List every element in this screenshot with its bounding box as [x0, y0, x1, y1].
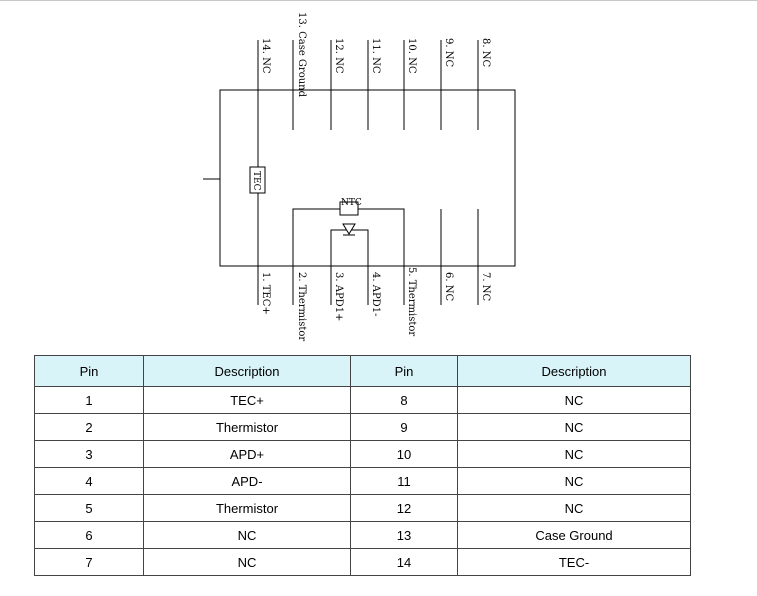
pin-label-4: 4. APD1-	[370, 272, 381, 316]
pin-label-13: 13. Case Ground	[296, 12, 307, 98]
top-pins	[257, 40, 479, 130]
tec-label: TEC	[251, 171, 261, 191]
pin-description: Thermistor	[143, 413, 351, 441]
pin-description: NC	[457, 467, 691, 495]
pin-number: 9	[350, 413, 458, 441]
table-row: 6 NC 13 Case Ground	[34, 521, 691, 549]
apd-diode	[342, 223, 356, 235]
ntc-label: NTC	[341, 198, 362, 208]
pin-label-11: 11. NC	[370, 38, 381, 74]
header-description: Description	[143, 355, 351, 387]
pin-label-7: 7. NC	[480, 272, 491, 301]
pin-label-3: 3. APD1+	[333, 272, 344, 321]
pin-label-10: 10. NC	[406, 38, 417, 74]
pin-description: APD-	[143, 467, 351, 495]
table-row: 4 APD- 11 NC	[34, 467, 691, 495]
pin-description: APD+	[143, 440, 351, 468]
pin-table: Pin Description Pin Description 1 TEC+ 8…	[34, 355, 691, 576]
thermistor-loop	[292, 208, 405, 305]
pin-label-6: 6. NC	[443, 272, 454, 301]
pin-number: 8	[350, 386, 458, 414]
pin-description: NC	[457, 440, 691, 468]
pin-number: 4	[34, 467, 144, 495]
ntc-component	[339, 201, 359, 216]
header-pin: Pin	[34, 355, 144, 387]
pin-number: 12	[350, 494, 458, 522]
header-pin: Pin	[350, 355, 458, 387]
pin-description: Case Ground	[457, 521, 691, 549]
pin-number: 14	[350, 548, 458, 576]
pin-description: NC	[457, 413, 691, 441]
pin-number: 5	[34, 494, 144, 522]
pin-label-9: 9. NC	[443, 38, 454, 67]
pin-number: 3	[34, 440, 144, 468]
table-row: 7 NC 14 TEC-	[34, 548, 691, 576]
pin-label-2: 2. Thermistor	[296, 272, 307, 341]
header-description: Description	[457, 355, 691, 387]
pin-number: 2	[34, 413, 144, 441]
table-row: 2 Thermistor 9 NC	[34, 413, 691, 441]
table-row: 5 Thermistor 12 NC	[34, 494, 691, 522]
top-divider	[0, 0, 757, 1]
pin-label-1: 1. TEC+	[260, 272, 271, 315]
pin-label-8: 8. NC	[480, 38, 491, 67]
pin-number: 13	[350, 521, 458, 549]
pin-description: NC	[143, 521, 351, 549]
pin-number: 10	[350, 440, 458, 468]
pin-label-5: 5. Thermistor	[406, 267, 417, 336]
table-row: 1 TEC+ 8 NC	[34, 386, 691, 414]
pin-number: 6	[34, 521, 144, 549]
table-row: 3 APD+ 10 NC	[34, 440, 691, 468]
pinout-diagram: TEC NTC 14. NC 13. Case Ground 12. NC 11…	[203, 12, 516, 341]
tec-component	[249, 166, 266, 194]
pin-number: 11	[350, 467, 458, 495]
table-header-row: Pin Description Pin Description	[34, 355, 691, 387]
pin-number: 7	[34, 548, 144, 576]
pin-description: NC	[457, 494, 691, 522]
pin-label-12: 12. NC	[333, 38, 344, 74]
pin-description: TEC-	[457, 548, 691, 576]
pin-description: Thermistor	[143, 494, 351, 522]
pin-description: TEC+	[143, 386, 351, 414]
pin-description: NC	[143, 548, 351, 576]
pin-number: 1	[34, 386, 144, 414]
pin-description: NC	[457, 386, 691, 414]
pin-label-14: 14. NC	[260, 38, 271, 74]
